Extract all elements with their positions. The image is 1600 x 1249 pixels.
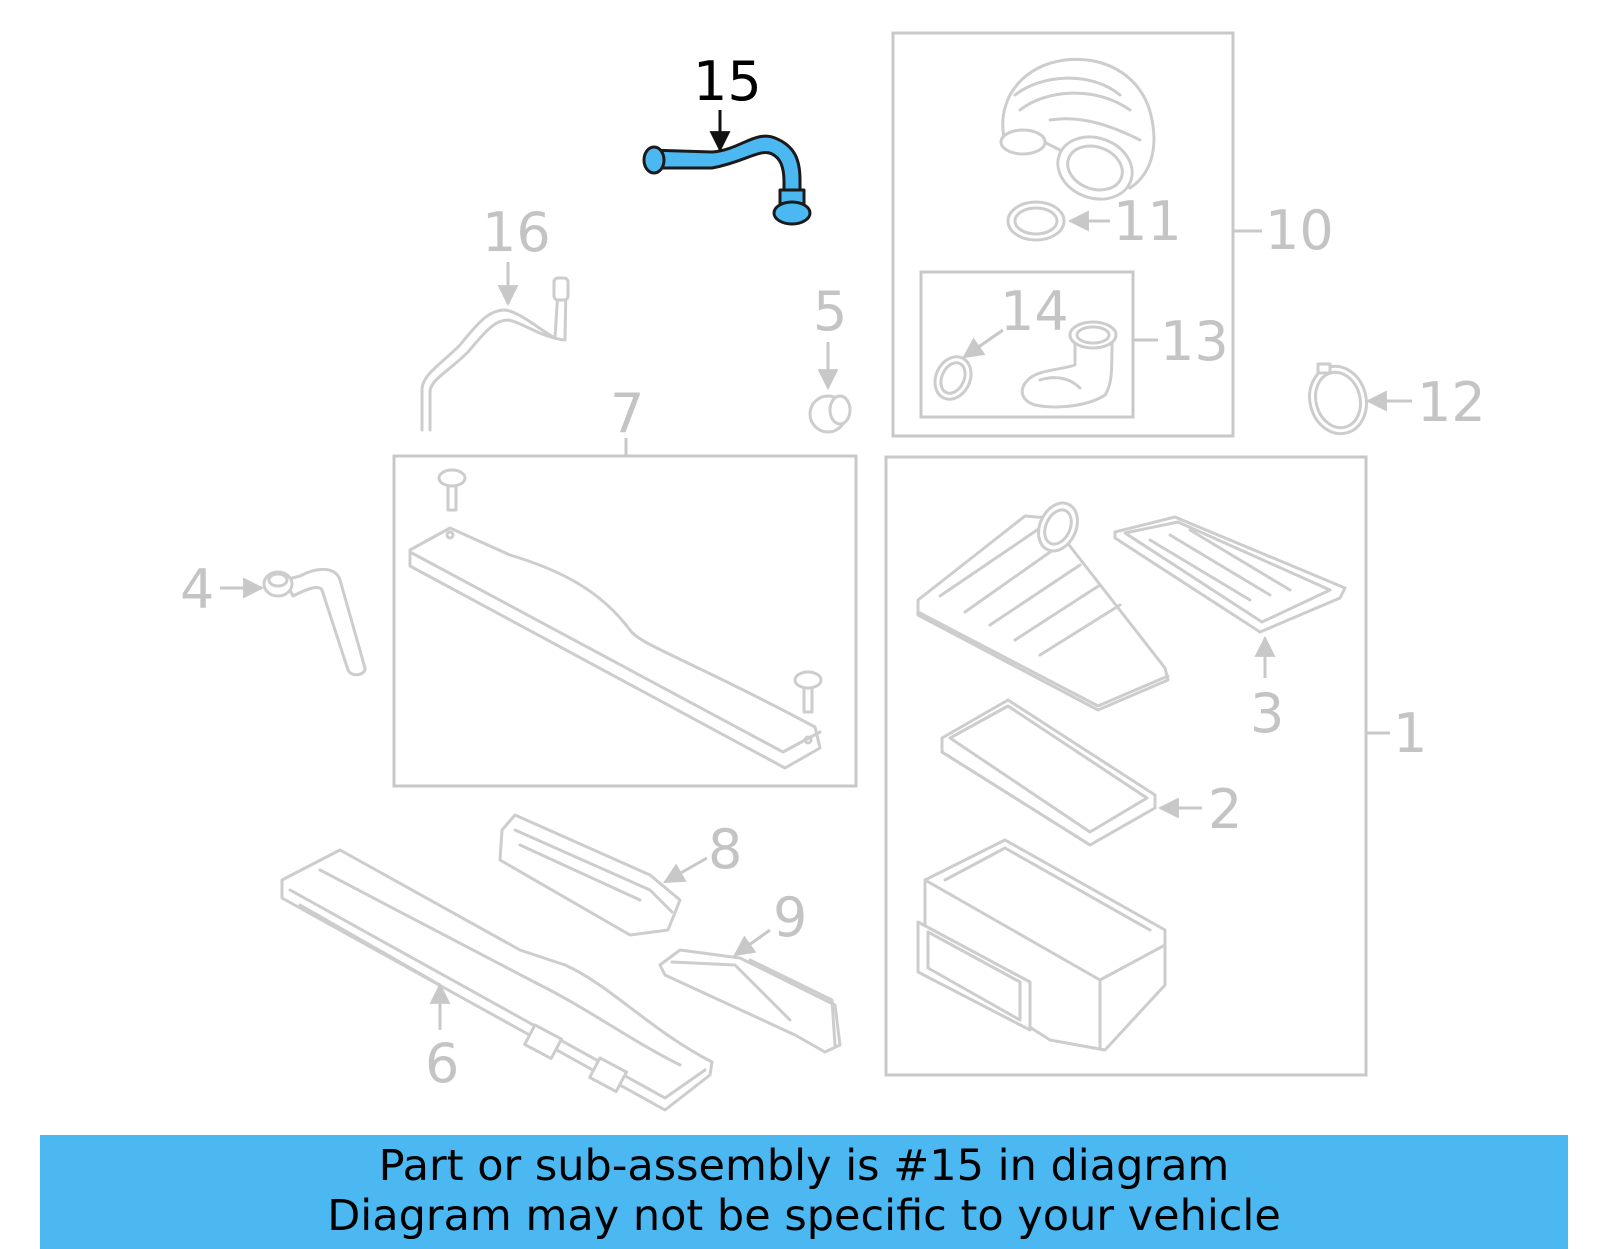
part-9-duct: [658, 928, 842, 1054]
part-12-clamp: [1308, 362, 1412, 436]
part-6-duct: [280, 848, 714, 1112]
callout-10: 10: [1265, 199, 1334, 262]
part-1-upper-housing: [916, 501, 1170, 712]
callout-9: 9: [773, 886, 807, 949]
banner-line-1: Part or sub-assembly is #15 in diagram: [378, 1141, 1230, 1191]
part-14-seal: [933, 328, 1004, 401]
banner-line-2: Diagram may not be specific to your vehi…: [327, 1191, 1281, 1241]
callout-2: 2: [1208, 778, 1242, 841]
callout-14: 14: [1000, 280, 1069, 343]
callout-15: 15: [693, 50, 762, 113]
callout-3: 3: [1250, 682, 1284, 745]
box-10: [891, 31, 1235, 438]
part-10-intake-tube: [999, 57, 1156, 201]
callout-8: 8: [708, 818, 742, 881]
callout-11: 11: [1113, 190, 1182, 253]
box-1: [884, 455, 1368, 1077]
part-15-hose[interactable]: [642, 110, 812, 226]
part-5-grommet: [808, 342, 852, 434]
callout-5: 5: [813, 280, 847, 343]
part-1-lower-housing: [916, 838, 1167, 1052]
box-13: [919, 270, 1135, 419]
part-8-duct: [498, 813, 708, 937]
part-16-tube: [420, 262, 570, 432]
callout-13: 13: [1160, 310, 1229, 373]
part-4-hose: [220, 567, 367, 677]
info-banner: Part or sub-assembly is #15 in diagram D…: [40, 1135, 1568, 1249]
part-11-clamp: [1006, 200, 1110, 242]
callout-1: 1: [1393, 702, 1427, 765]
callout-6: 6: [425, 1032, 459, 1095]
part-7-panel: [408, 468, 823, 770]
callout-16: 16: [482, 201, 551, 264]
callout-4: 4: [180, 558, 214, 621]
part-2-filter: [940, 698, 1202, 847]
part-3-cover: [1113, 515, 1347, 678]
callout-7: 7: [610, 382, 644, 445]
callout-12: 12: [1417, 371, 1486, 434]
part-13-elbow: [1020, 320, 1118, 409]
